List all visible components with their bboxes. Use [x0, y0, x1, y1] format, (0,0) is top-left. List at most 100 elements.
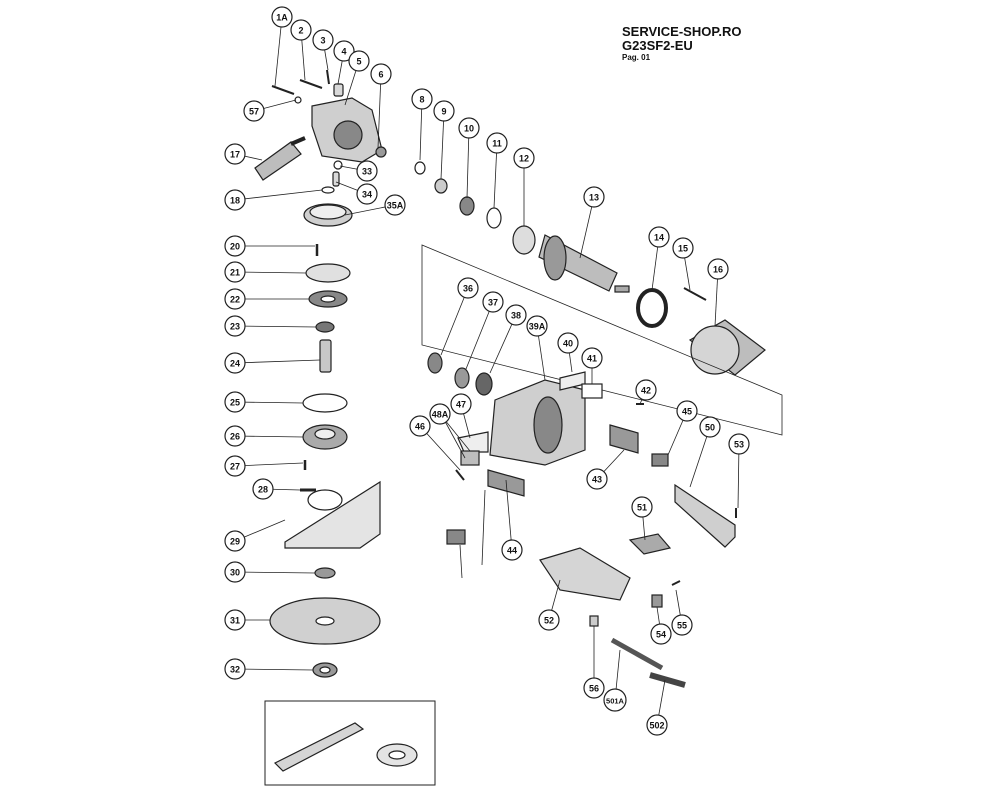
- callout-502[interactable]: 502: [646, 714, 668, 736]
- callout-circle: [224, 288, 246, 310]
- callout-label: 8: [419, 95, 424, 105]
- brush-holder-48a-right: [609, 424, 639, 454]
- callout-circle: [505, 304, 527, 326]
- callout-label: 11: [492, 139, 502, 149]
- callout-8[interactable]: 8: [411, 88, 433, 110]
- callout-30[interactable]: 30: [224, 561, 246, 583]
- callout-57[interactable]: 57: [243, 100, 265, 122]
- tail-cover-47: [457, 431, 489, 453]
- callout-circle: [707, 258, 729, 280]
- callout-501a[interactable]: 501A: [603, 688, 627, 712]
- callout-circle: [224, 609, 246, 631]
- callout-51[interactable]: 51: [631, 496, 653, 518]
- callout-39a[interactable]: 39A: [526, 315, 548, 337]
- callout-34[interactable]: 34: [356, 183, 378, 205]
- callout-circle: [486, 132, 508, 154]
- callout-label: 14: [654, 233, 664, 243]
- callout-circle: [482, 291, 504, 313]
- callout-circle: [676, 400, 698, 422]
- callout-15[interactable]: 15: [672, 237, 694, 259]
- callout-42[interactable]: 42: [635, 379, 657, 401]
- callout-circle: [583, 677, 605, 699]
- callout-54[interactable]: 54: [650, 623, 672, 645]
- callout-circle: [271, 6, 293, 28]
- callout-20[interactable]: 20: [224, 235, 246, 257]
- callout-9[interactable]: 9: [433, 100, 455, 122]
- callout-21[interactable]: 21: [224, 261, 246, 283]
- ball-bearing-9: [434, 178, 448, 194]
- callout-14[interactable]: 14: [648, 226, 670, 248]
- callout-13[interactable]: 13: [583, 186, 605, 208]
- callout-29[interactable]: 29: [224, 530, 246, 552]
- callout-circle: [333, 40, 355, 62]
- callout-37[interactable]: 37: [482, 291, 504, 313]
- callout-31[interactable]: 31: [224, 609, 246, 631]
- callout-label: 15: [678, 244, 688, 254]
- callout-26[interactable]: 26: [224, 425, 246, 447]
- callout-label: 32: [230, 665, 240, 675]
- callout-2[interactable]: 2: [290, 19, 312, 41]
- callout-38[interactable]: 38: [505, 304, 527, 326]
- side-handle-17: [254, 141, 302, 181]
- callout-27[interactable]: 27: [224, 455, 246, 477]
- callout-label: 44: [507, 546, 517, 556]
- callout-46[interactable]: 46: [409, 415, 431, 437]
- callout-44[interactable]: 44: [501, 539, 523, 561]
- callout-3[interactable]: 3: [312, 29, 334, 51]
- callout-label: 34: [362, 190, 372, 200]
- callout-43[interactable]: 43: [586, 468, 608, 490]
- callout-33[interactable]: 33: [356, 160, 378, 182]
- callout-circle: [635, 379, 657, 401]
- callout-16[interactable]: 16: [707, 258, 729, 280]
- callout-label: 50: [705, 423, 715, 433]
- callout-5[interactable]: 5: [348, 50, 370, 72]
- callout-circle: [501, 539, 523, 561]
- callout-circle: [224, 561, 246, 583]
- pinion-6: [375, 146, 387, 158]
- callout-28[interactable]: 28: [252, 478, 274, 500]
- callout-label: 54: [656, 630, 666, 640]
- callout-24[interactable]: 24: [224, 352, 246, 374]
- spindle-24: [319, 339, 332, 373]
- callout-50[interactable]: 50: [699, 416, 721, 438]
- ball-bearing-38: [475, 372, 493, 396]
- callout-47[interactable]: 47: [450, 393, 472, 415]
- wheel-washer-30: [314, 567, 336, 579]
- callout-22[interactable]: 22: [224, 288, 246, 310]
- callout-label: 21: [230, 268, 240, 278]
- leader-line-9: [440, 110, 445, 180]
- callout-label: 28: [258, 485, 268, 495]
- callout-circle: [224, 189, 246, 211]
- callout-25[interactable]: 25: [224, 391, 246, 413]
- callout-48a[interactable]: 48A: [429, 403, 451, 425]
- callout-circle: [224, 143, 246, 165]
- ball-bearing-22-inner: [320, 295, 336, 303]
- callout-12[interactable]: 12: [513, 147, 535, 169]
- callout-23[interactable]: 23: [224, 315, 246, 337]
- callout-6[interactable]: 6: [370, 63, 392, 85]
- callout-41[interactable]: 41: [581, 347, 603, 369]
- fan-guide-14: [636, 288, 668, 328]
- callout-1a[interactable]: 1A: [271, 6, 293, 28]
- callout-35a[interactable]: 35A: [384, 194, 406, 216]
- callout-10[interactable]: 10: [458, 117, 480, 139]
- callout-36[interactable]: 36: [457, 277, 479, 299]
- wheel-guard-29: [284, 480, 381, 549]
- callout-11[interactable]: 11: [486, 132, 508, 154]
- plug-56: [649, 672, 686, 688]
- callout-53[interactable]: 53: [728, 433, 750, 455]
- callout-circle: [433, 100, 455, 122]
- callout-56[interactable]: 56: [583, 677, 605, 699]
- callout-45[interactable]: 45: [676, 400, 698, 422]
- wheel-guard-band: [307, 489, 343, 511]
- callout-55[interactable]: 55: [671, 614, 693, 636]
- bearing-holder-21: [305, 263, 351, 283]
- callout-40[interactable]: 40: [557, 332, 579, 354]
- ball-bearing-37: [454, 367, 470, 389]
- callout-52[interactable]: 52: [538, 609, 560, 631]
- callout-18[interactable]: 18: [224, 189, 246, 211]
- callout-4[interactable]: 4: [333, 40, 355, 62]
- callout-17[interactable]: 17: [224, 143, 246, 165]
- callout-32[interactable]: 32: [224, 658, 246, 680]
- pin-34: [332, 171, 340, 187]
